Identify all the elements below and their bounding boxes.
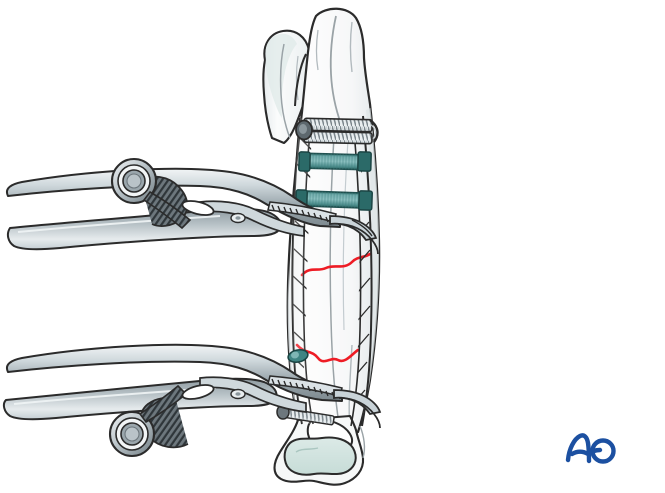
cerclage-cable (295, 117, 379, 145)
forceps-lower (2, 343, 382, 458)
cerclage-clamp-mid (287, 348, 309, 364)
forceps-lower-ratchet-teeth (271, 378, 341, 400)
band-upper-buckle (298, 151, 311, 172)
fracture-line-distal (295, 343, 360, 363)
forceps-upper-slot (181, 200, 215, 216)
cerclage-band-upper (298, 151, 372, 172)
jaw-bone-contact (337, 223, 381, 429)
cerclage-band-lower (294, 189, 373, 211)
forceps-upper-ratchet-knob (110, 157, 192, 230)
forceps-upper (6, 157, 378, 251)
forceps-lower-ratchet-knob (108, 384, 189, 458)
ao-logo-mark (565, 433, 616, 464)
ao-logo: AO (563, 430, 619, 466)
forceps-upper-ratchet-teeth (271, 204, 335, 225)
distal-condyles (273, 414, 366, 486)
forceps-lower-slot (181, 384, 215, 400)
cartilage-surface (283, 436, 357, 476)
